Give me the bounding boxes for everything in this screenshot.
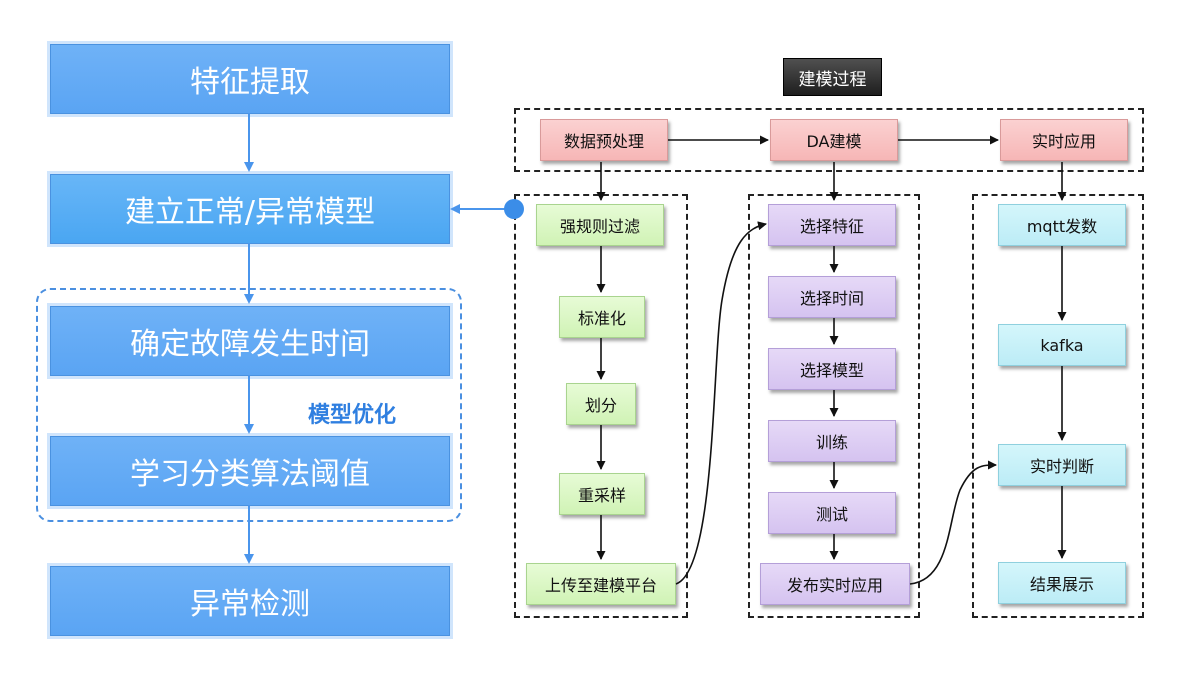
step-determine-fault-time: 确定故障发生时间 xyxy=(50,306,450,376)
node-kafka: kafka xyxy=(998,324,1126,366)
node-select-feature: 选择特征 xyxy=(768,204,896,246)
node-select-model: 选择模型 xyxy=(768,348,896,390)
node-test: 测试 xyxy=(768,492,896,534)
node-data-preprocessing: 数据预处理 xyxy=(540,119,668,161)
node-result-display: 结果展示 xyxy=(998,562,1126,604)
node-select-time: 选择时间 xyxy=(768,276,896,318)
node-mqtt-send: mqtt发数 xyxy=(998,204,1126,246)
step-anomaly-detection: 异常检测 xyxy=(50,566,450,636)
node-publish-realtime: 发布实时应用 xyxy=(760,563,910,605)
node-realtime-application: 实时应用 xyxy=(1000,119,1128,161)
node-train: 训练 xyxy=(768,420,896,462)
top-stage-frame xyxy=(514,108,1144,172)
node-standardize: 标准化 xyxy=(559,296,645,338)
modeling-process-title: 建模过程 xyxy=(783,58,882,96)
node-split: 划分 xyxy=(566,383,636,425)
node-realtime-judge: 实时判断 xyxy=(998,444,1126,486)
node-da-modeling: DA建模 xyxy=(770,119,898,161)
node-upload-platform: 上传至建模平台 xyxy=(526,563,676,605)
step-feature-extraction: 特征提取 xyxy=(50,44,450,114)
model-optimization-label: 模型优化 xyxy=(308,403,397,428)
node-resample: 重采样 xyxy=(559,473,645,515)
node-strong-rule-filter: 强规则过滤 xyxy=(536,204,664,246)
link-dot xyxy=(504,199,524,219)
